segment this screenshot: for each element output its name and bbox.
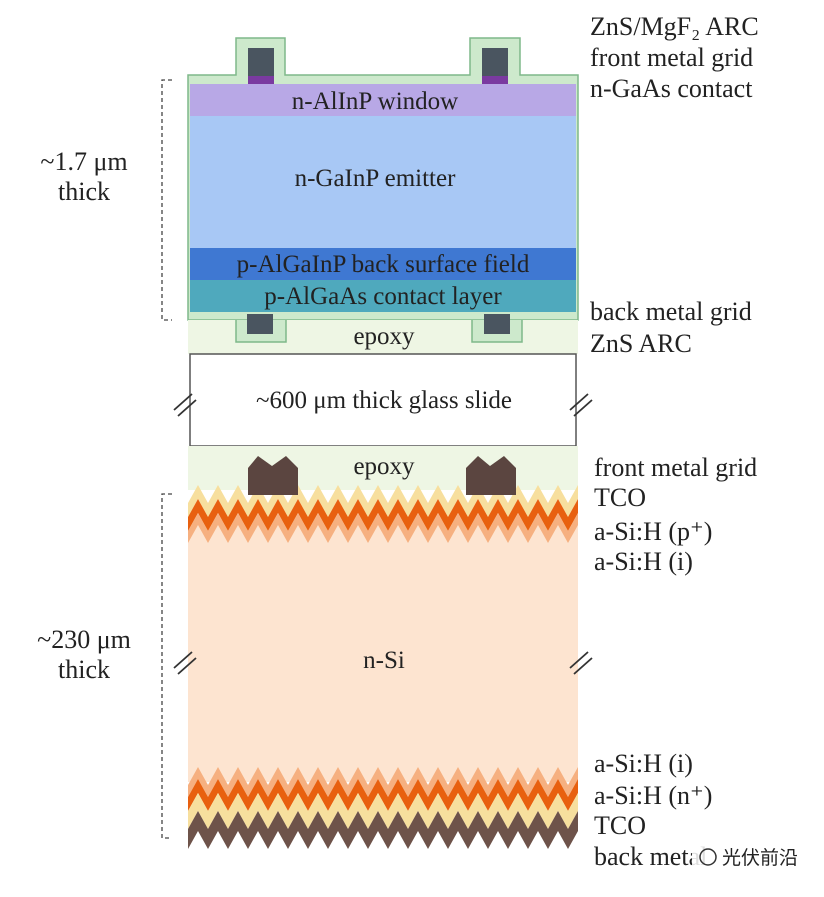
label-asih-p: a-Si:H (p⁺) (594, 517, 712, 546)
label-asih-i-top: a-Si:H (i) (594, 547, 693, 576)
label-back-metal: back metal (594, 842, 707, 871)
n-gainp-emitter-layer (190, 116, 576, 248)
gaas-contact-left (248, 76, 274, 84)
asih-i-bottom-layer (188, 767, 578, 797)
p-algaas-contact-layer (190, 280, 576, 312)
label-n-gainp-emitter: n-GaInP emitter (295, 165, 457, 192)
thickness-bracket-top (161, 79, 172, 321)
glass-break-mark-left (173, 393, 197, 417)
asih-i-top-layer (188, 513, 578, 543)
thickness-bottom-line1: ~230 μm (37, 625, 131, 654)
asih-p-layer (188, 499, 578, 531)
label-bottom-epoxy: epoxy (353, 453, 415, 480)
label-tco-bottom: TCO (594, 811, 646, 840)
si-break-mark-right (569, 651, 593, 675)
label-n-si: n-Si (363, 647, 405, 674)
si-break-mark-left (173, 651, 197, 675)
label-p-algaas-contact: p-AlGaAs contact layer (264, 283, 502, 310)
gaas-contact-right (482, 76, 508, 84)
label-glass-slide: ~600 μm thick glass slide (256, 387, 512, 414)
front-metal-grid-left (248, 48, 274, 78)
n-alinp-window-layer (190, 84, 576, 116)
label-n-alinp-window: n-AlInP window (292, 88, 458, 115)
label-p-algainp-bsf: p-AlGaInP back surface field (237, 251, 530, 278)
n-si-wafer (188, 520, 578, 782)
label-arc: ZnS/MgF₂ ARC (590, 12, 759, 41)
thickness-bracket-bottom (161, 493, 172, 839)
label-top-epoxy: epoxy (353, 323, 415, 350)
label-asih-n: a-Si:H (n⁺) (594, 781, 712, 810)
front-metal-grid-right (482, 48, 508, 78)
watermark-text: 光伏前沿 (722, 847, 798, 869)
p-algainp-bsf-layer (190, 248, 576, 280)
asih-n-layer (188, 779, 578, 811)
si-front-grid-right (466, 456, 516, 495)
thickness-top-line1: ~1.7 μm (40, 147, 127, 176)
back-metal-layer (188, 811, 578, 849)
si-front-grid-left (248, 456, 298, 495)
label-back-metal-grid: back metal grid (590, 297, 752, 326)
back-metal-grid-right (484, 314, 510, 334)
tco-bottom-layer (188, 793, 578, 829)
label-front-metal-grid-si: front metal grid (594, 453, 757, 482)
watermark: 光伏前沿 (692, 842, 812, 872)
label-n-gaas-contact: n-GaAs contact (590, 74, 753, 103)
wechat-icon (699, 848, 717, 866)
thickness-bottom-line2: thick (58, 655, 110, 684)
label-asih-i-bottom: a-Si:H (i) (594, 749, 693, 778)
glass-slide (189, 353, 577, 447)
glass-break-mark-right (569, 393, 593, 417)
label-front-metal-grid-top: front metal grid (590, 43, 753, 72)
label-zns-arc: ZnS ARC (590, 329, 692, 358)
thickness-top-line2: thick (58, 177, 110, 206)
label-tco-top: TCO (594, 483, 646, 512)
back-metal-grid-left (247, 314, 273, 334)
